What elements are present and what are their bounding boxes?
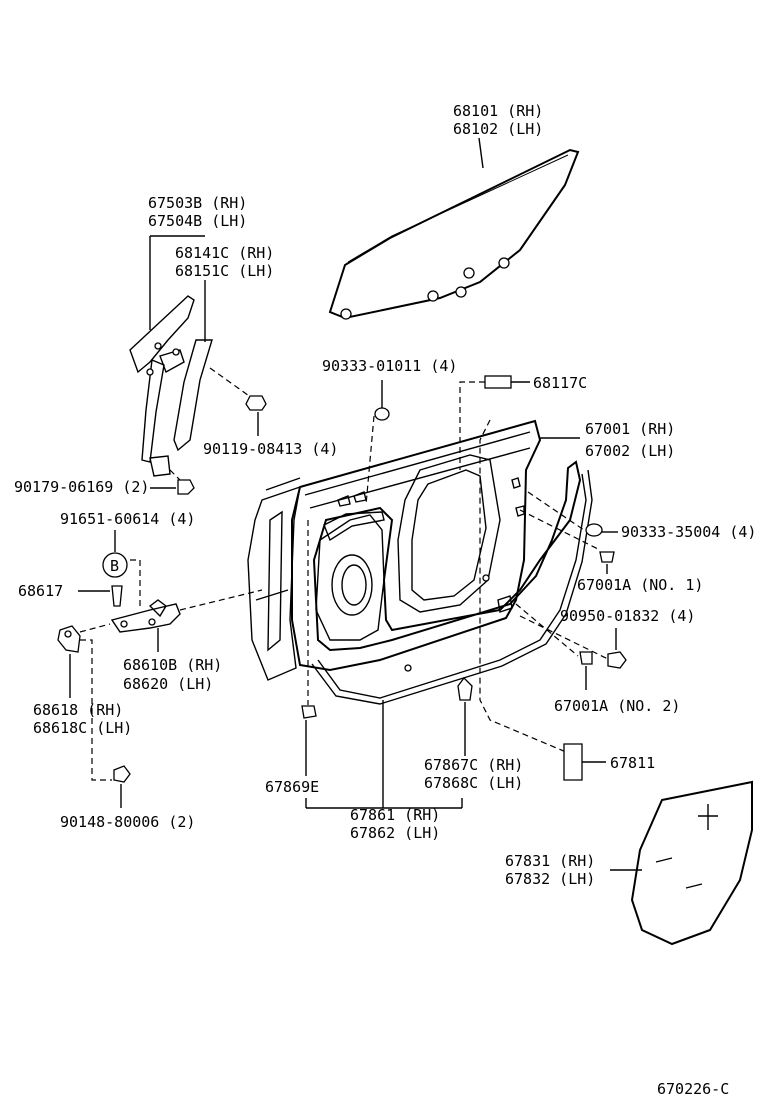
callout-b-circle xyxy=(102,552,128,578)
clip-90333-01011 xyxy=(365,380,390,506)
part-90950 xyxy=(519,615,627,669)
clip-90333-35004 xyxy=(527,491,618,537)
figure-number: 670226-C xyxy=(657,1080,729,1098)
label-clip-lh: 67868C (LH) xyxy=(424,774,523,792)
hinge-68610b xyxy=(110,589,263,652)
label-screw-90179: 90179-06169 (2) xyxy=(14,478,149,496)
check-arm-68618 xyxy=(57,623,112,781)
pin-68617 xyxy=(111,585,123,607)
label-channel-rh: 68141C (RH) xyxy=(175,244,274,262)
label-part-90148: 90148-80006 (2) xyxy=(60,813,195,831)
label-hinge-lh: 68620 (LH) xyxy=(123,675,213,693)
clip-67867c xyxy=(457,677,473,756)
label-part-67001a-no2: 67001A (NO. 2) xyxy=(554,697,680,715)
label-panel-rh: 67001 (RH) xyxy=(585,420,675,438)
door-glass xyxy=(328,137,580,320)
part-67001a-no2 xyxy=(515,603,593,690)
label-clip-90333-35004: 90333-35004 (4) xyxy=(621,523,756,541)
label-hinge-rh: 68610B (RH) xyxy=(123,656,222,674)
screw-90179 xyxy=(150,469,195,495)
label-frame-rh: 67503B (RH) xyxy=(148,194,247,212)
label-clip-90333-01011: 90333-01011 (4) xyxy=(322,357,457,375)
label-weather-rh: 67861 (RH) xyxy=(350,806,440,824)
label-panel-lh: 67002 (LH) xyxy=(585,442,675,460)
label-channel-lh: 68151C (LH) xyxy=(175,262,274,280)
part-67001a-no1 xyxy=(519,509,615,574)
weatherstrip xyxy=(311,460,593,705)
label-clip-rh: 67867C (RH) xyxy=(424,756,523,774)
clip-67869e xyxy=(301,520,317,776)
label-part-90950: 90950-01832 (4) xyxy=(560,607,695,625)
label-check-rh: 68618 (RH) xyxy=(33,701,123,719)
label-glass-lh: 68102 (LH) xyxy=(453,120,543,138)
label-weather-lh: 67862 (LH) xyxy=(350,824,440,842)
label-check-lh: 68618C (LH) xyxy=(33,719,132,737)
label-sheet-rh: 67831 (RH) xyxy=(505,852,595,870)
part-67811 xyxy=(479,419,606,781)
screw-90148 xyxy=(113,765,131,808)
label-part-67001a-no1: 67001A (NO. 1) xyxy=(577,576,703,594)
label-part-67811: 67811 xyxy=(610,754,655,772)
bolt-90119 xyxy=(209,367,267,436)
label-glass-rh: 68101 (RH) xyxy=(453,102,543,120)
window-frame-assembly xyxy=(129,295,213,477)
door-panel xyxy=(247,419,542,681)
part-68117c-box xyxy=(484,375,512,389)
label-bolt-90119: 90119-08413 (4) xyxy=(203,440,338,458)
label-part-91651: 91651-60614 (4) xyxy=(60,510,195,528)
label-frame-lh: 67504B (LH) xyxy=(148,212,247,230)
service-hole-cover xyxy=(610,780,753,946)
label-sheet-lh: 67832 (LH) xyxy=(505,870,595,888)
label-part-68117c: 68117C xyxy=(533,374,587,392)
label-part-68617: 68617 xyxy=(18,582,63,600)
label-part-67869e: 67869E xyxy=(265,778,319,796)
label-callout-b: B xyxy=(110,557,119,575)
